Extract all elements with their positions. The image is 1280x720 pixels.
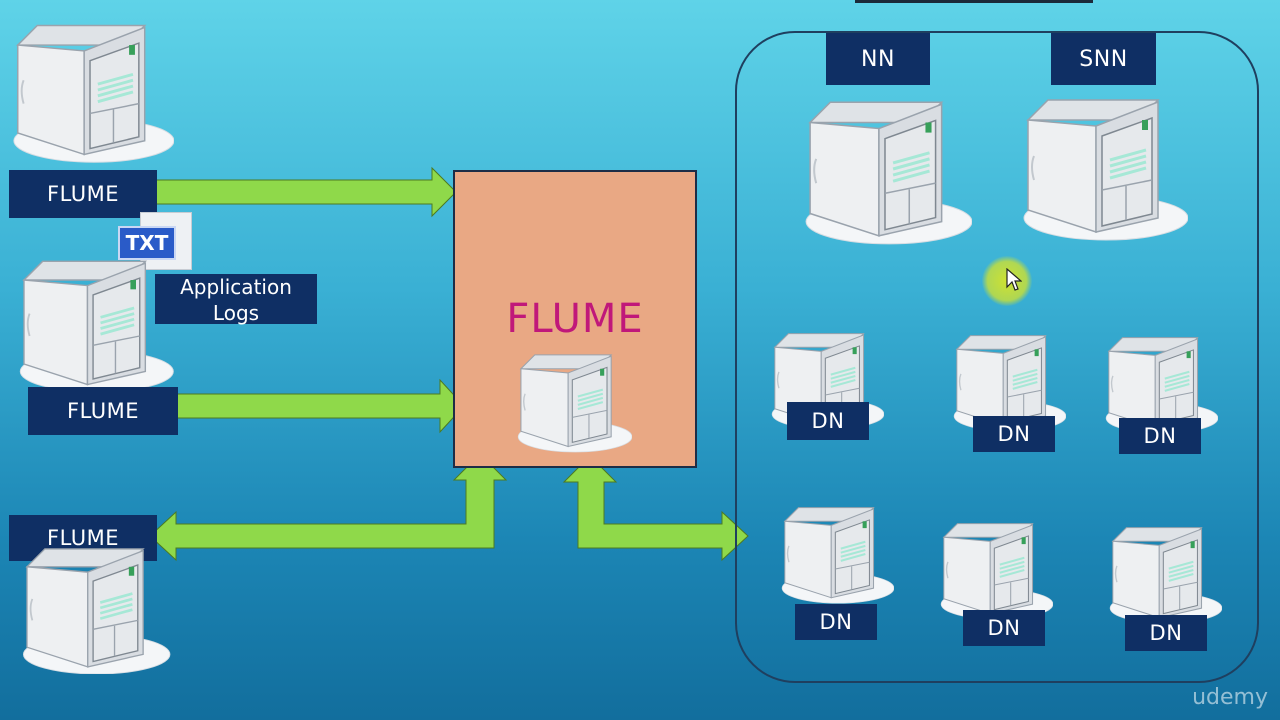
collector-flume-label: FLUME [506, 296, 644, 342]
name-node-label: NN [826, 33, 930, 85]
data-node-5-server-icon [937, 512, 1053, 624]
source-server-3-icon [10, 540, 178, 674]
source-server-1-icon [8, 14, 174, 164]
application-logs-line1: Application [180, 275, 292, 299]
application-logs-label: Application Logs [155, 274, 317, 325]
source-1-label: FLUME [9, 170, 157, 218]
data-node-6-label: DN [1125, 615, 1207, 651]
txt-file-icon: TXT [118, 226, 176, 260]
name-node-server-icon [800, 88, 972, 248]
arrow-source1-to-collector [155, 166, 457, 218]
source-server-2-icon [14, 252, 174, 392]
data-node-6-server-icon [1106, 516, 1222, 628]
data-node-5-label: DN [963, 610, 1045, 646]
collector-server-icon [514, 346, 632, 454]
mouse-pointer-icon [1006, 268, 1022, 291]
secondary-name-node-label: SNN [1051, 33, 1156, 85]
data-node-4-label: DN [795, 604, 877, 640]
hadoop-cluster-boundary [735, 31, 1259, 683]
data-node-3-label: DN [1119, 418, 1201, 454]
arrow-collector-to-cluster [562, 455, 749, 562]
source-2-label: FLUME [28, 387, 178, 435]
secondary-name-node-server-icon [1018, 84, 1188, 246]
data-node-2-label: DN [973, 416, 1055, 452]
udemy-watermark: udemy [1192, 685, 1268, 710]
application-logs-line2: Logs [212, 301, 260, 325]
arrow-source2-to-collector [171, 378, 465, 434]
data-node-4-server-icon [778, 496, 894, 608]
top-edge-bar [855, 0, 1093, 3]
data-node-1-label: DN [787, 402, 869, 440]
arrow-source3-collector-bidirectional [149, 453, 508, 562]
